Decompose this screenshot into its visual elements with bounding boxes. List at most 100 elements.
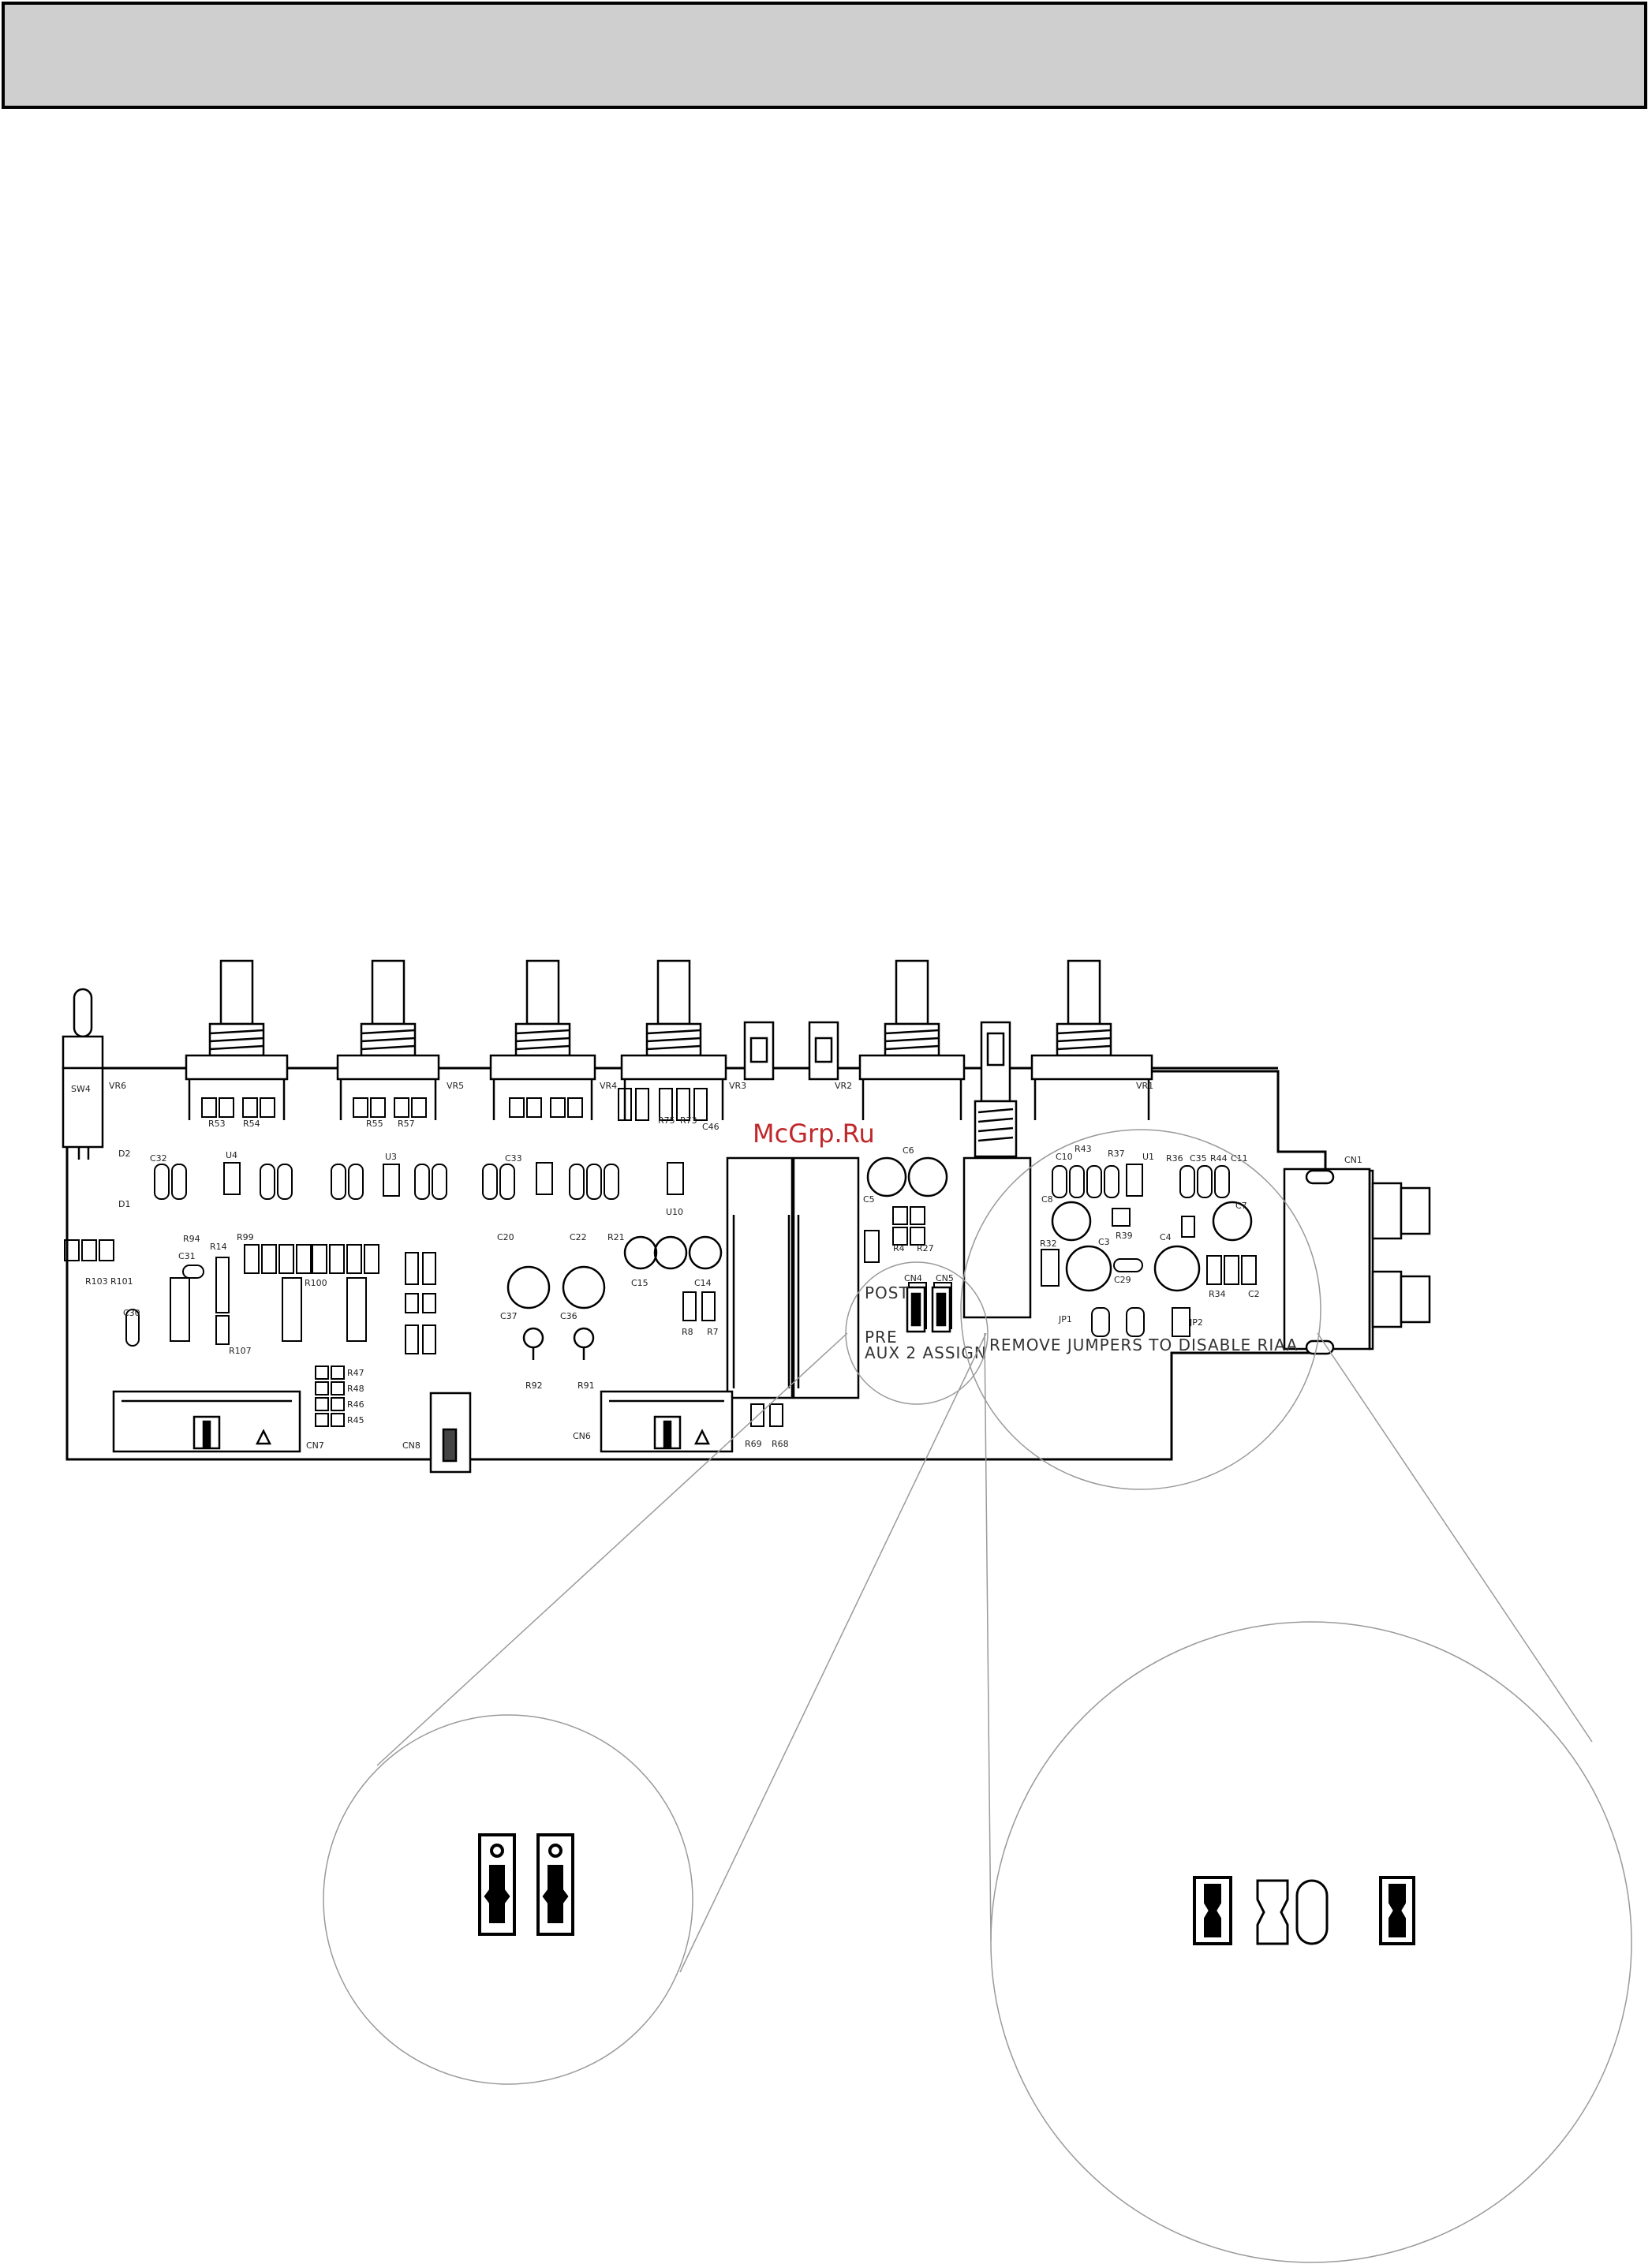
connector-label-cn7: CN7 (306, 1440, 324, 1451)
push-switches (743, 1021, 1018, 1158)
pot-label-vr3: VR3 (729, 1081, 746, 1091)
note-post: POST (865, 1283, 910, 1302)
part-label: R75 (658, 1115, 675, 1126)
part-label: C14 (694, 1278, 712, 1288)
part-label: C35 (1190, 1153, 1207, 1164)
part-label: R37 (1108, 1149, 1125, 1159)
potentiometers (185, 959, 1153, 1120)
connector-label-cn4: CN4 (904, 1273, 922, 1283)
ic-label-u4: U4 (226, 1150, 237, 1160)
part-label: R8 (682, 1327, 693, 1337)
ribbon-connectors (112, 1390, 734, 1474)
jumper-label-jp1: JP1 (1058, 1314, 1072, 1324)
part-label: R47 (347, 1368, 364, 1378)
zoom-jumper-cn5 (536, 1833, 574, 1936)
zoom-pads-empty (1256, 1879, 1329, 1945)
pot-label-vr5: VR5 (447, 1081, 464, 1091)
part-label: R101 (110, 1276, 133, 1287)
part-label: R27 (917, 1243, 934, 1253)
part-label: R107 (229, 1346, 252, 1356)
pot-label-vr4: VR4 (600, 1081, 617, 1091)
part-label: C22 (570, 1232, 587, 1242)
jack-cn1 (1283, 1167, 1431, 1355)
part-label: R36 (1166, 1153, 1183, 1164)
part-label: R44 (1210, 1153, 1228, 1164)
part-label: R53 (208, 1119, 226, 1129)
pot-vr6 (185, 959, 289, 1120)
smd-pads (64, 1088, 1257, 1427)
part-label: C10 (1056, 1152, 1073, 1162)
part-label: R103 (85, 1276, 108, 1287)
part-label: R34 (1209, 1289, 1226, 1299)
watermark: McGrp.Ru (753, 1119, 875, 1149)
part-label: C46 (702, 1122, 719, 1132)
part-label: C36 (560, 1311, 577, 1321)
ics (125, 1162, 1143, 1347)
part-label: R91 (577, 1380, 595, 1391)
toggle-switch-sw4 (62, 988, 104, 1160)
connector-label-cn1: CN1 (1344, 1155, 1362, 1165)
jumper-label-jp2: JP2 (1189, 1317, 1203, 1328)
note-riaa: REMOVE JUMPERS TO DISABLE RIAA (989, 1336, 1298, 1354)
part-label: C7 (1235, 1201, 1247, 1211)
pot-vr1 (1030, 959, 1153, 1120)
leader-lines (376, 1332, 1593, 1973)
pot-vr5 (336, 959, 440, 1120)
zoom-jumper-cn4 (478, 1833, 516, 1936)
note-pre: PRE (865, 1328, 898, 1347)
part-label: C20 (497, 1232, 514, 1242)
part-label: C5 (863, 1194, 875, 1205)
board-jumpers (906, 1286, 951, 1333)
switch-label-sw4: SW4 (71, 1084, 91, 1094)
pot-label-vr6: VR6 (109, 1081, 126, 1091)
part-label: R100 (305, 1278, 327, 1288)
connector-label-cn6: CN6 (573, 1431, 591, 1441)
capacitors (506, 1156, 1253, 1360)
pot-label-vr1: VR1 (1136, 1081, 1153, 1091)
part-label: C30 (123, 1308, 140, 1318)
part-label: R39 (1116, 1231, 1133, 1241)
zoom-riaa (990, 1621, 1632, 2263)
ic-label-u1: U1 (1142, 1152, 1154, 1162)
pot-vr3 (620, 959, 727, 1120)
part-label: C15 (631, 1278, 648, 1288)
part-label: R68 (772, 1439, 789, 1449)
part-label: R48 (347, 1384, 364, 1394)
part-label: R7 (707, 1327, 719, 1337)
connector-label-cn5: CN5 (936, 1273, 954, 1283)
connector-label-cn8: CN8 (402, 1440, 420, 1451)
part-label: R45 (347, 1415, 364, 1425)
part-label: R99 (237, 1232, 254, 1242)
board-labels: VR6 VR5 VR4 VR3 VR2 VR1 SW4 CN7 CN8 CN6 … (71, 1081, 1362, 1451)
part-label: C6 (903, 1145, 914, 1156)
part-label: C31 (178, 1251, 196, 1261)
part-label: R92 (525, 1380, 543, 1391)
board-magnifier-outlines (845, 1129, 1321, 1490)
part-label: C29 (1114, 1275, 1131, 1285)
pot-vr2 (858, 959, 966, 1120)
part-label: R43 (1075, 1144, 1092, 1154)
part-label: R32 (1040, 1238, 1057, 1249)
switch-modules (726, 1156, 1032, 1399)
part-label: C37 (500, 1311, 518, 1321)
part-label: R46 (347, 1399, 364, 1410)
zoom-jumper-jp2 (1379, 1876, 1415, 1945)
part-label: C33 (505, 1153, 522, 1164)
part-label: R14 (210, 1242, 227, 1252)
part-label: C3 (1098, 1237, 1110, 1247)
zoom-post-pre (323, 1714, 693, 2085)
part-label: R73 (680, 1115, 697, 1126)
part-label: R94 (183, 1234, 200, 1244)
part-label: D1 (118, 1199, 130, 1209)
pot-vr4 (489, 959, 596, 1120)
header-band (2, 2, 1647, 109)
part-label: R69 (745, 1439, 762, 1449)
part-label: R4 (893, 1243, 905, 1253)
pot-label-vr2: VR2 (835, 1081, 852, 1091)
part-label: R55 (366, 1119, 383, 1129)
part-label: D2 (118, 1149, 130, 1159)
ic-label-u10: U10 (666, 1207, 683, 1217)
part-label: R57 (398, 1119, 415, 1129)
part-label: R21 (607, 1232, 625, 1242)
